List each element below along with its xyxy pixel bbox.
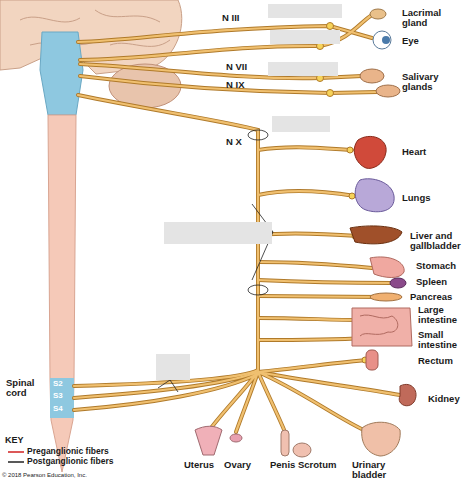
organ-label: Stomach xyxy=(416,261,456,271)
spinal-cord xyxy=(48,115,76,472)
rectum xyxy=(366,350,378,370)
blank-label-box xyxy=(268,62,338,76)
urinary-bladder xyxy=(362,422,401,456)
nerve-label: N VII xyxy=(226,62,247,72)
organ-label: Pancreas xyxy=(410,292,452,302)
blank-label-box xyxy=(156,354,190,380)
pancreas xyxy=(370,293,402,301)
terminal-ganglion xyxy=(347,147,353,153)
segment-label: S2 xyxy=(53,380,63,389)
eye xyxy=(373,31,391,49)
otic-ganglion xyxy=(327,90,334,97)
organ-label: KEY xyxy=(5,436,24,446)
lungs xyxy=(355,179,394,212)
segment-label: S4 xyxy=(53,405,63,414)
organ-label: Kidney xyxy=(428,394,460,404)
penis xyxy=(281,430,289,456)
nerve-label: N IX xyxy=(226,80,244,90)
glossopharyngeal-nerve xyxy=(80,76,378,93)
blank-label-box xyxy=(268,4,342,18)
organ-label: Lacrimal gland xyxy=(402,8,452,29)
nerve-label: N X xyxy=(226,137,242,147)
organ-label: Eye xyxy=(402,36,419,46)
lacrimal-gland xyxy=(370,9,386,19)
spleen xyxy=(390,278,406,288)
legend-text: Preganglionic fibers xyxy=(27,447,109,456)
scrotum xyxy=(293,443,311,457)
nerve-label: N III xyxy=(222,13,239,23)
blank-label-boxes xyxy=(156,4,342,380)
liver xyxy=(350,226,402,244)
legend-sample-line xyxy=(8,461,24,463)
plexus-ring xyxy=(248,130,268,140)
stomach xyxy=(370,257,404,278)
bracket-rings xyxy=(158,130,273,392)
organ-label: Spleen xyxy=(416,277,447,287)
organ-label: Urinary bladder xyxy=(352,460,422,481)
ciliary-ganglion xyxy=(327,23,334,30)
salivary-gland xyxy=(360,69,384,83)
sacral-segment xyxy=(50,378,74,418)
ovary xyxy=(230,434,242,442)
organ-label: Spinal cord xyxy=(6,378,44,399)
organ-label: Liver and gallbladder xyxy=(410,231,472,252)
pelvic-nerves xyxy=(74,360,400,432)
iris xyxy=(382,36,390,44)
blank-label-box xyxy=(270,30,340,44)
organ-label: Rectum xyxy=(418,356,453,366)
pelvic-nerves xyxy=(74,360,400,432)
leader-line xyxy=(158,380,178,392)
segment-label: S3 xyxy=(53,392,63,401)
copyright-note: © 2018 Pearson Education, Inc. xyxy=(2,472,87,479)
organ-label: Salivary glands xyxy=(402,72,452,93)
organ-label: Small intestine xyxy=(418,330,470,351)
organ-label: Scrotum xyxy=(298,460,337,470)
brainstem xyxy=(40,32,83,115)
glossopharyngeal-nerve xyxy=(80,76,378,93)
nerve-fill xyxy=(74,15,400,432)
organ-label: Uterus xyxy=(184,460,214,470)
nerve-outline xyxy=(74,15,400,432)
organ-label: Lungs xyxy=(402,193,431,203)
legend-sample-line xyxy=(8,451,24,453)
terminal-ganglion xyxy=(349,193,355,199)
heart xyxy=(354,136,386,168)
salivary-gland xyxy=(376,85,400,97)
organ-label: Ovary xyxy=(224,460,251,470)
organ-label: Heart xyxy=(402,147,426,157)
blank-label-box xyxy=(164,222,272,244)
legend-text: Postganglionic fibers xyxy=(27,457,113,466)
organ-label: Large intestine xyxy=(418,305,470,326)
intestine-coils xyxy=(360,315,398,336)
uterus xyxy=(195,426,222,455)
blank-label-box xyxy=(272,116,330,132)
plexus-ring xyxy=(248,285,268,295)
organ-label: Penis xyxy=(270,460,295,470)
kidney xyxy=(399,384,416,405)
intestines xyxy=(352,308,412,346)
